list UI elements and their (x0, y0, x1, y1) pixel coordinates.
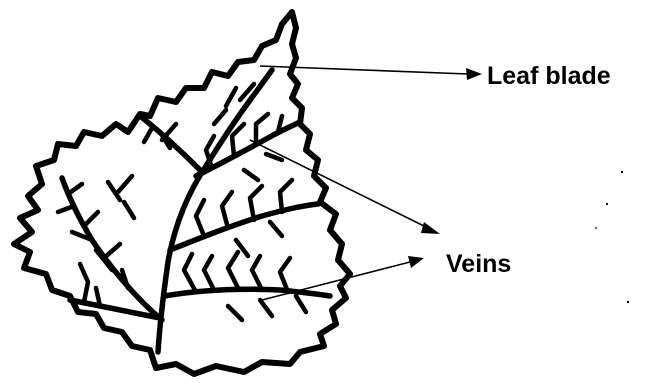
leaf-blade-arrowhead (466, 68, 482, 80)
veins-arrowhead-upper (421, 222, 440, 234)
scan-specks (595, 171, 629, 303)
veins-label: Veins (446, 250, 511, 278)
leaf-blade-label: Leaf blade (487, 62, 611, 90)
leaf-outline (14, 12, 350, 374)
veins-arrowhead-lower (408, 256, 424, 268)
